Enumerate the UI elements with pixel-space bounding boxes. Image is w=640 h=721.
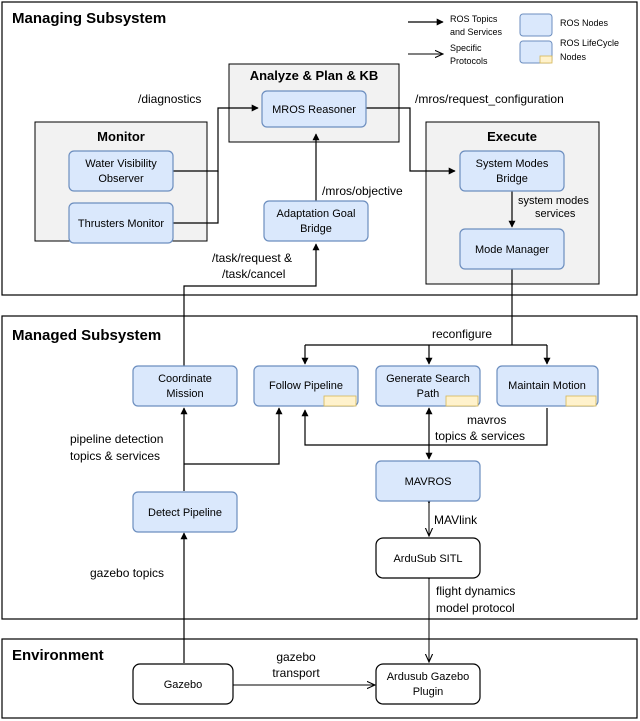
gazebo-label: Gazebo	[164, 679, 203, 691]
gazebo-transport-label-line2: transport	[272, 666, 320, 680]
adaptation-goal-label-line2: Bridge	[300, 223, 332, 235]
monitor-group-title: Monitor	[97, 129, 145, 144]
detect-pipeline-label: Detect Pipeline	[148, 507, 222, 519]
legend-lifecycle-line1: ROS LifeCycle	[560, 38, 619, 48]
legend-ros-nodes-label: ROS Nodes	[560, 18, 609, 28]
execute-group-title: Execute	[487, 129, 537, 144]
managed-subsystem-title: Managed Subsystem	[12, 327, 161, 344]
system-modes-label-line2: Bridge	[496, 173, 528, 185]
mros-reasoner-node	[261, 90, 367, 128]
legend-specific-line1: Specific	[450, 43, 482, 53]
thrusters-monitor-label: Thrusters Monitor	[78, 218, 165, 230]
generate-search-label-line2: Path	[417, 388, 440, 400]
edge-water-visibility-to-reasoner	[173, 104, 259, 172]
reconfigure-label: reconfigure	[432, 327, 492, 341]
mavros-label: MAVROS	[405, 476, 452, 488]
edge-mavros-to-follow	[301, 408, 548, 446]
managing-subsystem-title: Managing Subsystem	[12, 10, 166, 27]
diagnostics-label: /diagnostics	[138, 92, 201, 106]
flight-dynamics-label-line1: flight dynamics	[436, 584, 515, 598]
environment-title: Environment	[12, 647, 104, 664]
ardusub-plugin-label-line2: Plugin	[413, 686, 444, 698]
generate-search-label-line1: Generate Search	[386, 373, 470, 385]
edge-thrusters-to-reasoner	[173, 171, 219, 224]
edge-coordinate-to-adaptation	[183, 243, 320, 366]
generate-search-lifecycle-tab	[445, 395, 479, 407]
mavros-node	[375, 460, 481, 502]
pipeline-detection-label-line1: pipeline detection	[70, 432, 163, 446]
mavros-topics-label-line2: topics & services	[435, 429, 525, 443]
mavros-topics-label-line1: mavros	[467, 413, 506, 427]
environment-frame	[1, 638, 638, 719]
detect-pipeline-node	[132, 491, 238, 533]
follow-pipeline-label: Follow Pipeline	[269, 380, 343, 392]
water-visibility-label-line1: Water Visibility	[85, 158, 157, 170]
mode-manager-node	[459, 228, 565, 270]
adaptation-goal-label-line1: Adaptation Goal	[277, 208, 356, 220]
ardusub-plugin-label-line1: Ardusub Gazebo	[387, 671, 470, 683]
mode-manager-label: Mode Manager	[475, 244, 549, 256]
task-request-label-line1: /task/request &	[212, 251, 292, 265]
pipeline-detection-label-line2: topics & services	[70, 449, 160, 463]
mavlink-label: MAVlink	[434, 513, 478, 527]
maintain-motion-label: Maintain Motion	[508, 380, 586, 392]
gazebo-transport-label-line1: gazebo	[276, 650, 316, 664]
flight-dynamics-label-line2: model protocol	[436, 601, 515, 615]
system-modes-services-line1: system modes	[518, 195, 589, 207]
legend-specific-line2: Protocols	[450, 56, 488, 66]
system-modes-label-line1: System Modes	[476, 158, 549, 170]
legend: ROS Topics and Services Specific Protoco…	[408, 13, 619, 66]
analyze-group-title: Analyze & Plan & KB	[250, 68, 379, 83]
mros-reasoner-label: MROS Reasoner	[272, 104, 356, 116]
maintain-motion-lifecycle-tab	[565, 395, 597, 407]
objective-label: /mros/objective	[322, 184, 403, 198]
legend-lifecycle-line2: Nodes	[560, 52, 587, 62]
coordinate-mission-label-line1: Coordinate	[158, 373, 212, 385]
request-configuration-label: /mros/request_configuration	[415, 92, 564, 106]
adaptation-goal-bridge-node	[263, 200, 369, 242]
ardusub-sitl-node	[375, 537, 481, 579]
follow-pipeline-lifecycle-tab	[323, 395, 357, 407]
legend-lifecycle-tab	[539, 55, 553, 64]
system-modes-services-line2: services	[535, 208, 576, 220]
ardusub-gazebo-plugin-node	[375, 663, 481, 705]
gazebo-node	[132, 663, 234, 705]
legend-ros-topics-line1: ROS Topics	[450, 14, 498, 24]
legend-ros-node-swatch	[519, 13, 553, 37]
legend-ros-topics-line2: and Services	[450, 27, 503, 37]
edge-reasoner-to-system-modes	[366, 107, 456, 175]
thrusters-monitor-node	[68, 202, 174, 244]
ardusub-sitl-label: ArduSub SITL	[393, 553, 462, 565]
coordinate-mission-label-line2: Mission	[166, 388, 203, 400]
water-visibility-node	[68, 150, 174, 192]
water-visibility-label-line2: Observer	[98, 173, 144, 185]
system-modes-bridge-node	[459, 150, 565, 192]
task-request-label-line2: /task/cancel	[222, 267, 285, 281]
coordinate-mission-node	[132, 365, 238, 407]
gazebo-topics-label: gazebo topics	[90, 566, 164, 580]
edge-detect-to-follow	[184, 407, 283, 465]
